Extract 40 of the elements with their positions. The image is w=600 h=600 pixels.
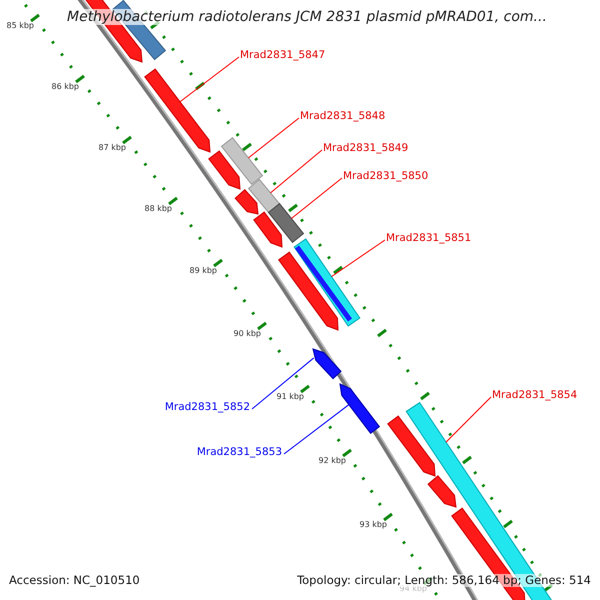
- gene-feature: [144, 68, 211, 153]
- gene-feature: [234, 189, 259, 215]
- gene-label: Mrad2831_5849: [323, 142, 408, 154]
- gene-label: Mrad2831_5850: [343, 170, 428, 182]
- gene-feature: [451, 508, 526, 600]
- summary-text: Topology: circular; Length: 586,164 bp; Genes: 514: [297, 574, 591, 588]
- leader-line: [248, 118, 300, 158]
- leader-line: [284, 404, 350, 454]
- scale-label: 85 kbp: [6, 21, 34, 30]
- gene-feature: [387, 415, 436, 477]
- leader-line: [446, 396, 492, 443]
- gene-feature: [278, 252, 339, 331]
- gene-bar: [248, 178, 280, 214]
- gene-feature: [339, 383, 380, 434]
- scale-label: 86 kbp: [51, 82, 79, 92]
- leader-line: [252, 357, 314, 410]
- gene-bar: [268, 202, 304, 244]
- scale-label: 91 kbp: [276, 392, 304, 402]
- scale-label: 89 kbp: [189, 266, 217, 276]
- leader-line: [330, 240, 386, 278]
- gene-label: Mrad2831_5851: [386, 232, 472, 244]
- gene-bar: [220, 137, 264, 185]
- gene-feature: [427, 475, 457, 508]
- scale-label: 90 kbp: [233, 329, 261, 338]
- scale-label: 88 kbp: [144, 204, 172, 214]
- gene-label: Mrad2831_5852: [164, 401, 250, 414]
- accession-text: Accession: NC_010510: [9, 574, 140, 588]
- gene-label: Mrad2831_5847: [240, 49, 326, 62]
- title: Methylobacterium radiotolerans JCM 2831 plasmid pMRAD01, com...: [67, 9, 547, 26]
- gene-label: Mrad2831_5848: [300, 110, 386, 122]
- scale-label: 87 kbp: [98, 143, 126, 152]
- leader-line: [290, 178, 342, 219]
- gene-feature: [253, 211, 283, 248]
- scale-label: 93 kbp: [359, 520, 387, 530]
- gene-feature: [208, 150, 241, 190]
- gene-label: Mrad2831_5854: [492, 389, 578, 402]
- leader-line: [180, 56, 240, 102]
- scale-label: 92 kbp: [318, 456, 346, 466]
- gene-feature: [312, 348, 342, 380]
- gene-label: Mrad2831_5853: [196, 446, 282, 458]
